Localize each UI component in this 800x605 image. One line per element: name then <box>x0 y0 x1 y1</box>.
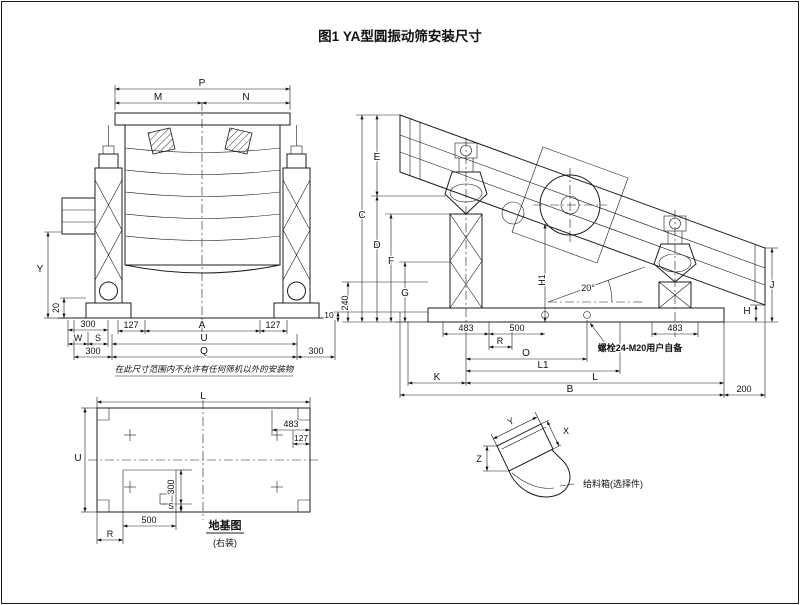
dim-label-U: U <box>200 333 207 344</box>
dim-label-Y: Y <box>37 264 44 275</box>
side-view: C E D F G H1 240 10 20° J H 483 500 483 … <box>323 114 778 398</box>
dim-label-N: N <box>242 92 249 103</box>
front-view-note: 在此尺寸范围内不允许有任何筛机以外的安装物 <box>115 364 295 374</box>
bolt-note: 螺栓24-M20用户自备 <box>598 342 684 353</box>
feed-chute <box>508 449 571 498</box>
feed-box-detail: Y X Z 给料箱(选择件) <box>475 411 644 498</box>
dim-label-20: 20 <box>51 303 61 313</box>
pivot-circle <box>501 201 525 225</box>
dim-label-B: B <box>567 384 574 395</box>
feed-box-dimensions: Y X Z 给料箱(选择件) <box>475 411 644 490</box>
foundation-dimensions: L U 483 127 300 S 500 R 地基图 (右装) <box>73 390 311 549</box>
angle-label: 20° <box>581 283 595 293</box>
dim-label-483-left: 483 <box>458 323 473 333</box>
foundation-plan-title: 地基图 <box>209 518 242 532</box>
dim-label-500: 500 <box>509 323 524 333</box>
dim-label-W: W <box>74 333 83 343</box>
dim-label-K: K <box>434 372 441 383</box>
dim-label-P: P <box>199 78 206 89</box>
dim-label-127-plan: 127 <box>294 433 308 443</box>
dim-label-300-q-right: 300 <box>308 346 323 356</box>
dim-label-300-plan: 300 <box>166 479 176 494</box>
drive-bracket <box>61 197 96 235</box>
foundation-plan-subtitle: (右装) <box>213 537 237 548</box>
dim-label-F: F <box>388 256 394 267</box>
dim-label-483-plan: 483 <box>283 419 298 429</box>
dim-label-S-plan: S <box>168 501 174 511</box>
dim-label-M: M <box>154 92 162 103</box>
side-extension-lines <box>332 114 778 398</box>
dim-label-E: E <box>374 152 381 163</box>
side-view-dimensions: C E D F G H1 240 10 20° J H 483 500 483 … <box>323 114 778 398</box>
dim-label-300-left: 300 <box>80 319 95 329</box>
dim-label-240: 240 <box>340 295 350 310</box>
dim-label-D: D <box>373 240 380 251</box>
dim-label-X-box: X <box>563 426 569 436</box>
dim-label-R-plan: R <box>107 529 114 539</box>
dim-label-J: J <box>770 280 775 291</box>
front-view: P M N Y 20 300 W S 127 A 127 U 300 Q 300… <box>35 77 336 377</box>
foundation-extension-lines <box>81 397 311 544</box>
dim-label-R: R <box>497 336 504 346</box>
screen-mesh-patch <box>147 127 176 155</box>
dim-label-300-q-left: 300 <box>85 346 100 356</box>
dim-label-127-right: 127 <box>265 320 280 330</box>
feed-box-drawing <box>496 423 571 498</box>
dim-label-U-plan: U <box>74 453 81 464</box>
dim-label-S: S <box>95 333 101 343</box>
screen-mesh-patch <box>224 127 253 155</box>
figure-title: 图1 YA型圆振动筛安装尺寸 <box>318 28 482 44</box>
exciter-plate <box>511 146 629 264</box>
dim-label-Y-box: Y <box>506 416 516 428</box>
dim-label-A: A <box>199 320 206 331</box>
front-view-machine <box>58 102 332 336</box>
dim-label-O: O <box>522 348 530 359</box>
dim-label-Z-box: Z <box>476 454 482 464</box>
dim-label-L1: L1 <box>537 360 549 371</box>
dim-label-483-right: 483 <box>667 323 682 333</box>
front-view-dimensions: P M N Y 20 300 W S 127 A 127 U 300 Q 300… <box>35 77 336 377</box>
side-view-machine <box>395 114 766 330</box>
dim-label-127-left: 127 <box>123 320 138 330</box>
dim-label-H1: H1 <box>537 274 547 286</box>
dim-label-10: 10 <box>324 310 334 320</box>
feed-box-label: 给料箱(选择件) <box>583 478 643 489</box>
anchor-bolt-hole <box>583 311 591 319</box>
base-rail <box>427 307 725 323</box>
dim-label-L-plan: L <box>200 391 206 402</box>
dim-label-500-plan: 500 <box>141 515 156 525</box>
dim-label-200: 200 <box>736 384 751 394</box>
anchor-bolt-marks <box>124 429 283 493</box>
dim-label-L: L <box>592 372 598 383</box>
spring-seat-circle <box>287 281 306 301</box>
foundation-plan: L U 483 127 300 S 500 R 地基图 (右装) <box>73 390 320 549</box>
dim-label-H: H <box>743 306 750 317</box>
feed-box-extension-lines <box>483 411 575 487</box>
dim-label-Q: Q <box>200 346 208 357</box>
dim-label-G: G <box>401 288 409 299</box>
dim-label-C: C <box>358 210 365 221</box>
spring-seat-circle <box>99 281 118 301</box>
foundation-outline <box>88 400 320 520</box>
